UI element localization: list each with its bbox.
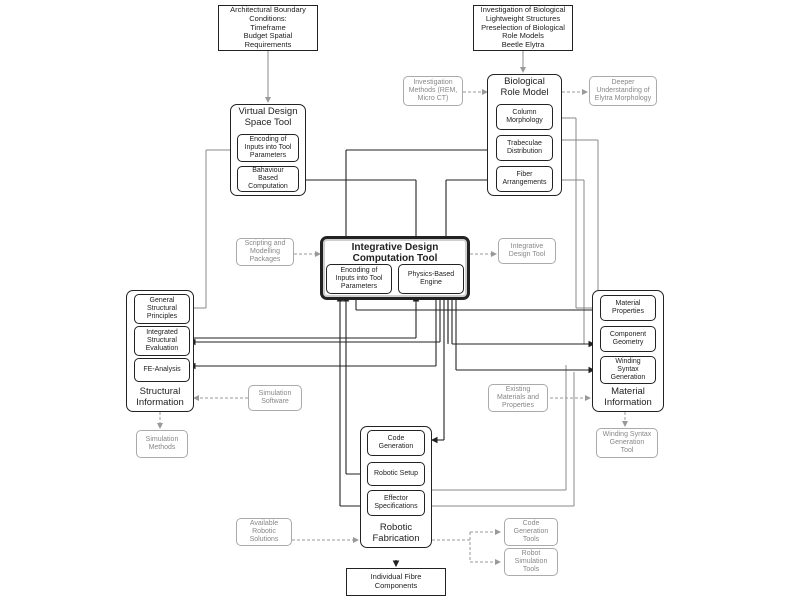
component-geometry-box: Component Geometry	[600, 326, 656, 352]
existing-materials-note: Existing Materials and Properties	[488, 384, 548, 412]
material-information-title: Material Information	[604, 386, 652, 408]
virtual-design-space-title: Virtual Design Space Tool	[238, 106, 298, 128]
individual-fibre-components-box: Individual Fibre Components	[346, 568, 446, 596]
robot-simulation-tools-note: Robot Simulation Tools	[504, 548, 558, 576]
architectural-conditions-box: Architectural Boundary Conditions: Timef…	[218, 5, 318, 51]
structural-evaluation-box: Integrated Structural Evaluation	[134, 326, 190, 356]
central-encoding-box: Encoding of Inputs into Tool Parameters	[326, 264, 392, 294]
scripting-packages-note: Scripting and Modelling Packages	[236, 238, 294, 266]
robotic-fabrication-title: Robotic Fabrication	[372, 522, 420, 544]
investigation-methods-note: Investigation Methods (REM, Micro CT)	[403, 76, 463, 106]
column-morphology-box: Column Morphology	[496, 104, 553, 130]
physics-engine-box: Physics-Based Engine	[398, 264, 464, 294]
winding-syntax-tool-note: Winding Syntax Generation Tool	[596, 428, 658, 458]
integrative-design-note: Integrative Design Tool	[498, 238, 556, 264]
fe-analysis-box: FE-Analysis	[134, 358, 190, 382]
integrative-design-tool-title: Integrative Design Computation Tool	[351, 242, 439, 265]
trabeculae-distribution-box: Trabeculae Distribution	[496, 135, 553, 161]
material-properties-box: Material Properties	[600, 295, 656, 321]
robotic-solutions-note: Available Robotic Solutions	[236, 518, 292, 546]
structural-information-title: Structural Information	[136, 386, 184, 408]
simulation-software-note: Simulation Software	[248, 385, 302, 411]
code-generation-box: Code Generation	[367, 430, 425, 456]
vd-encoding-box: Encoding of Inputs into Tool Parameters	[237, 134, 299, 162]
winding-syntax-box: Winding Syntax Generation	[600, 356, 656, 384]
fiber-arrangements-box: Fiber Arrangements	[496, 166, 553, 192]
effector-specifications-box: Effector Specifications	[367, 490, 425, 516]
biological-role-model-title: Biological Role Model	[500, 76, 549, 98]
elytra-morphology-note: Deeper Understanding of Elytra Morpholog…	[589, 76, 657, 106]
vd-behaviour-box: Bahaviour Based Computation	[237, 166, 299, 192]
general-principles-box: General Structural Principles	[134, 294, 190, 324]
robotic-setup-box: Robotic Setup	[367, 462, 425, 486]
code-generation-tools-note: Code Generation Tools	[504, 518, 558, 546]
biological-investigation-box: Investigation of Biological Lightweight …	[473, 5, 573, 51]
simulation-methods-note: Simulation Methods	[136, 430, 188, 458]
